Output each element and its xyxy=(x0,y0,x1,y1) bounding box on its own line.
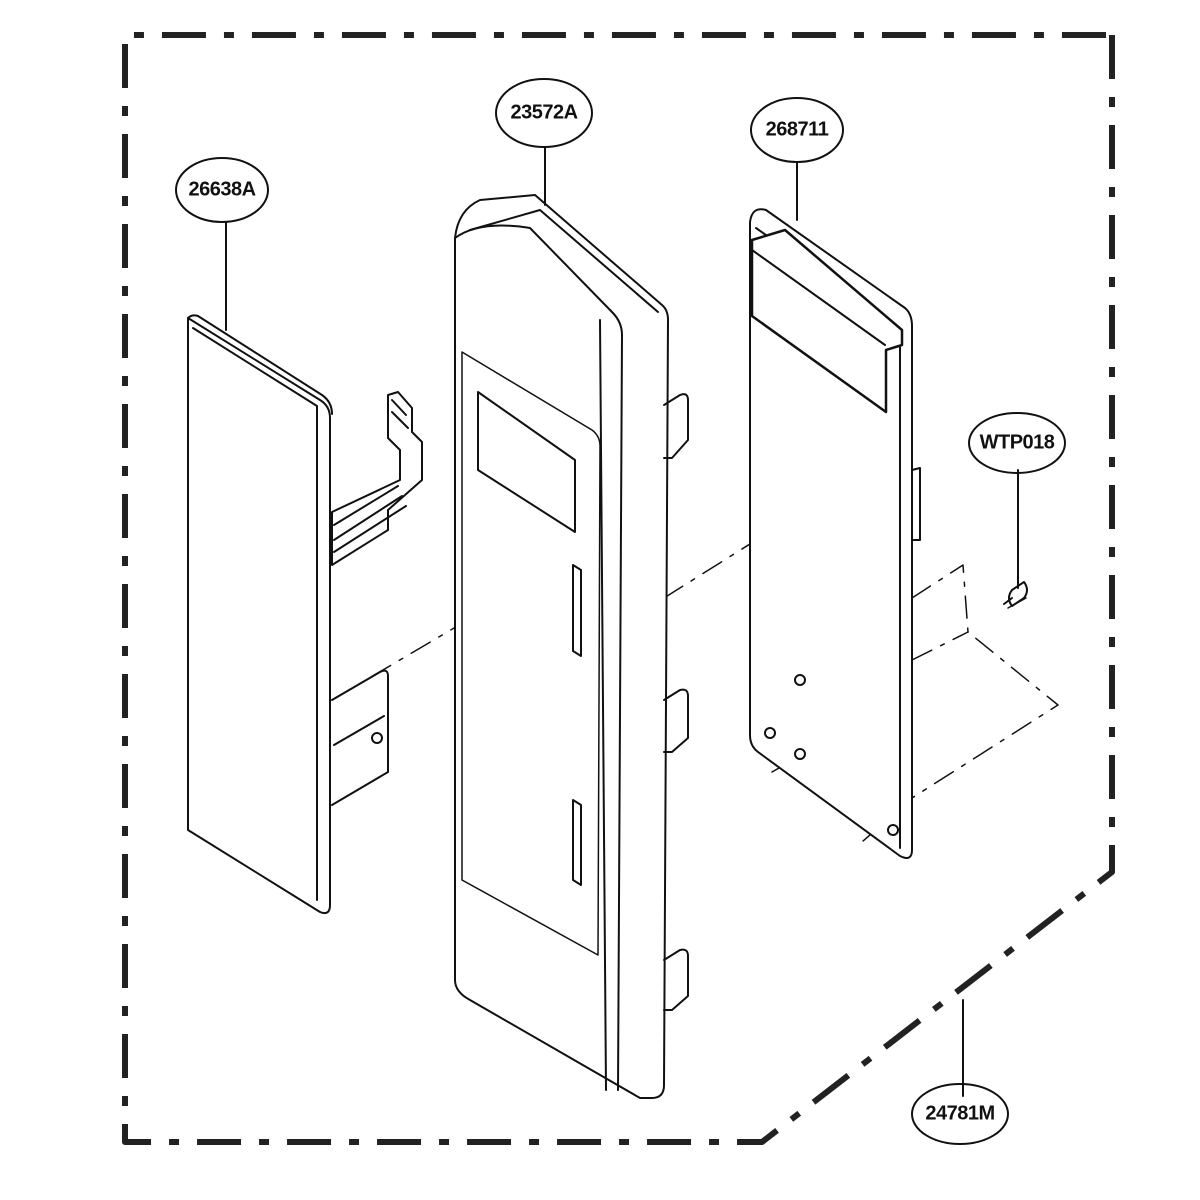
control-panel-part xyxy=(454,194,689,1099)
part-label-screw: WTP018 xyxy=(979,431,1055,454)
screw-part xyxy=(1003,581,1028,607)
part-label-knob-cover: 26638A xyxy=(188,178,256,201)
part-label-assembly: 24781M xyxy=(925,1102,995,1125)
part-label-control-panel: 23572A xyxy=(510,101,578,124)
leader-lines xyxy=(225,147,1019,1097)
label-bubbles xyxy=(175,78,1066,1145)
assembly-boundary xyxy=(122,32,1115,1145)
knob-cover-part xyxy=(187,314,423,915)
pcb-part xyxy=(749,208,921,859)
part-label-pcb: 268711 xyxy=(765,118,829,141)
alignment-lines xyxy=(331,499,1059,843)
